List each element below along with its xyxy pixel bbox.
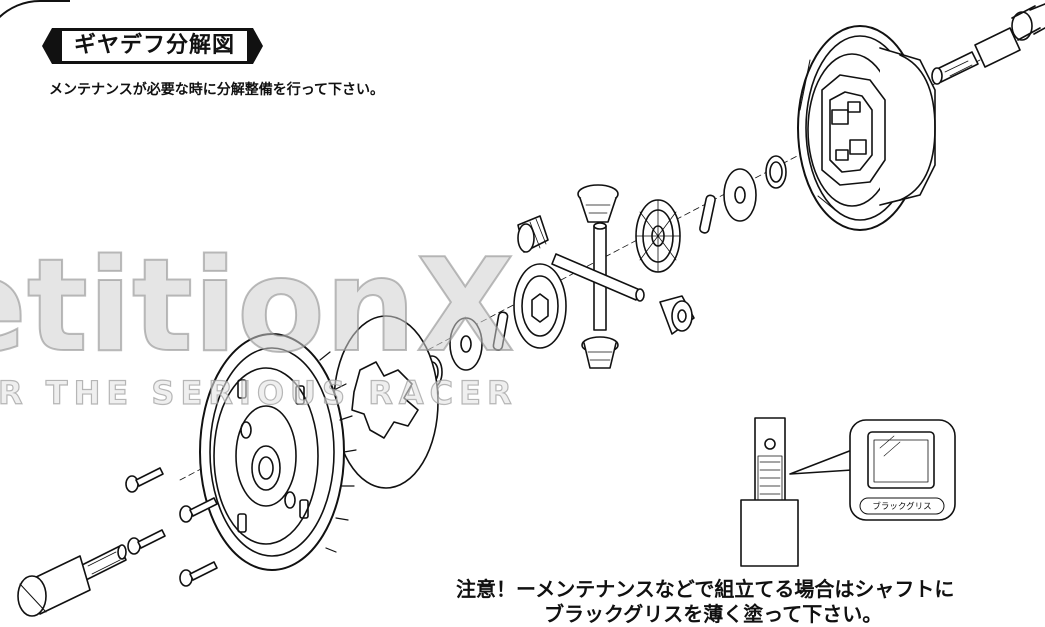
cross-shaft [551,222,645,331]
shaft-grease-detail: ブラックグリス [740,417,956,567]
washer-left [449,317,483,371]
caution-note-line-1: 注意！ーメンテナンスなどで組立てる場合はシャフトに [456,577,955,601]
page-frame-corner [0,0,70,60]
screw-2 [179,497,218,523]
page-title: ギヤデフ分解図 [73,33,235,58]
bevel-gear-large-right [635,199,681,273]
title-banner-shape [42,28,263,64]
bevel-pinion-right [659,295,695,335]
bevel-pinion-left [517,215,549,253]
cross-pin-left [492,311,509,351]
screw-4 [179,561,218,587]
bevel-pinion-bottom [581,336,619,369]
screw-1 [125,467,164,493]
page-subtitle: メンテナンスが必要な時に分解整備を行って下さい。 [49,82,385,98]
outdrive-cup-right [931,3,1045,85]
spur-gear [199,333,357,571]
differential-case [797,25,936,231]
screw-3 [127,529,166,555]
caution-note: 注意！ーメンテナンスなどで組立てる場合はシャフトに ブラックグリスを薄く塗って下… [456,577,1045,627]
outdrive-cup-left [17,544,127,617]
washer-right [723,168,757,222]
gasket [333,315,439,489]
center-bevel-gear [513,263,567,349]
title-banner: ギヤデフ分解図 [40,26,265,66]
bevel-pinion-top [577,184,619,223]
cross-pin-right [699,194,716,234]
o-ring-right [765,155,787,189]
grease-label: ブラックグリス [872,501,931,512]
caution-note-line-2: ブラックグリスを薄く塗って下さい。 [544,602,883,626]
